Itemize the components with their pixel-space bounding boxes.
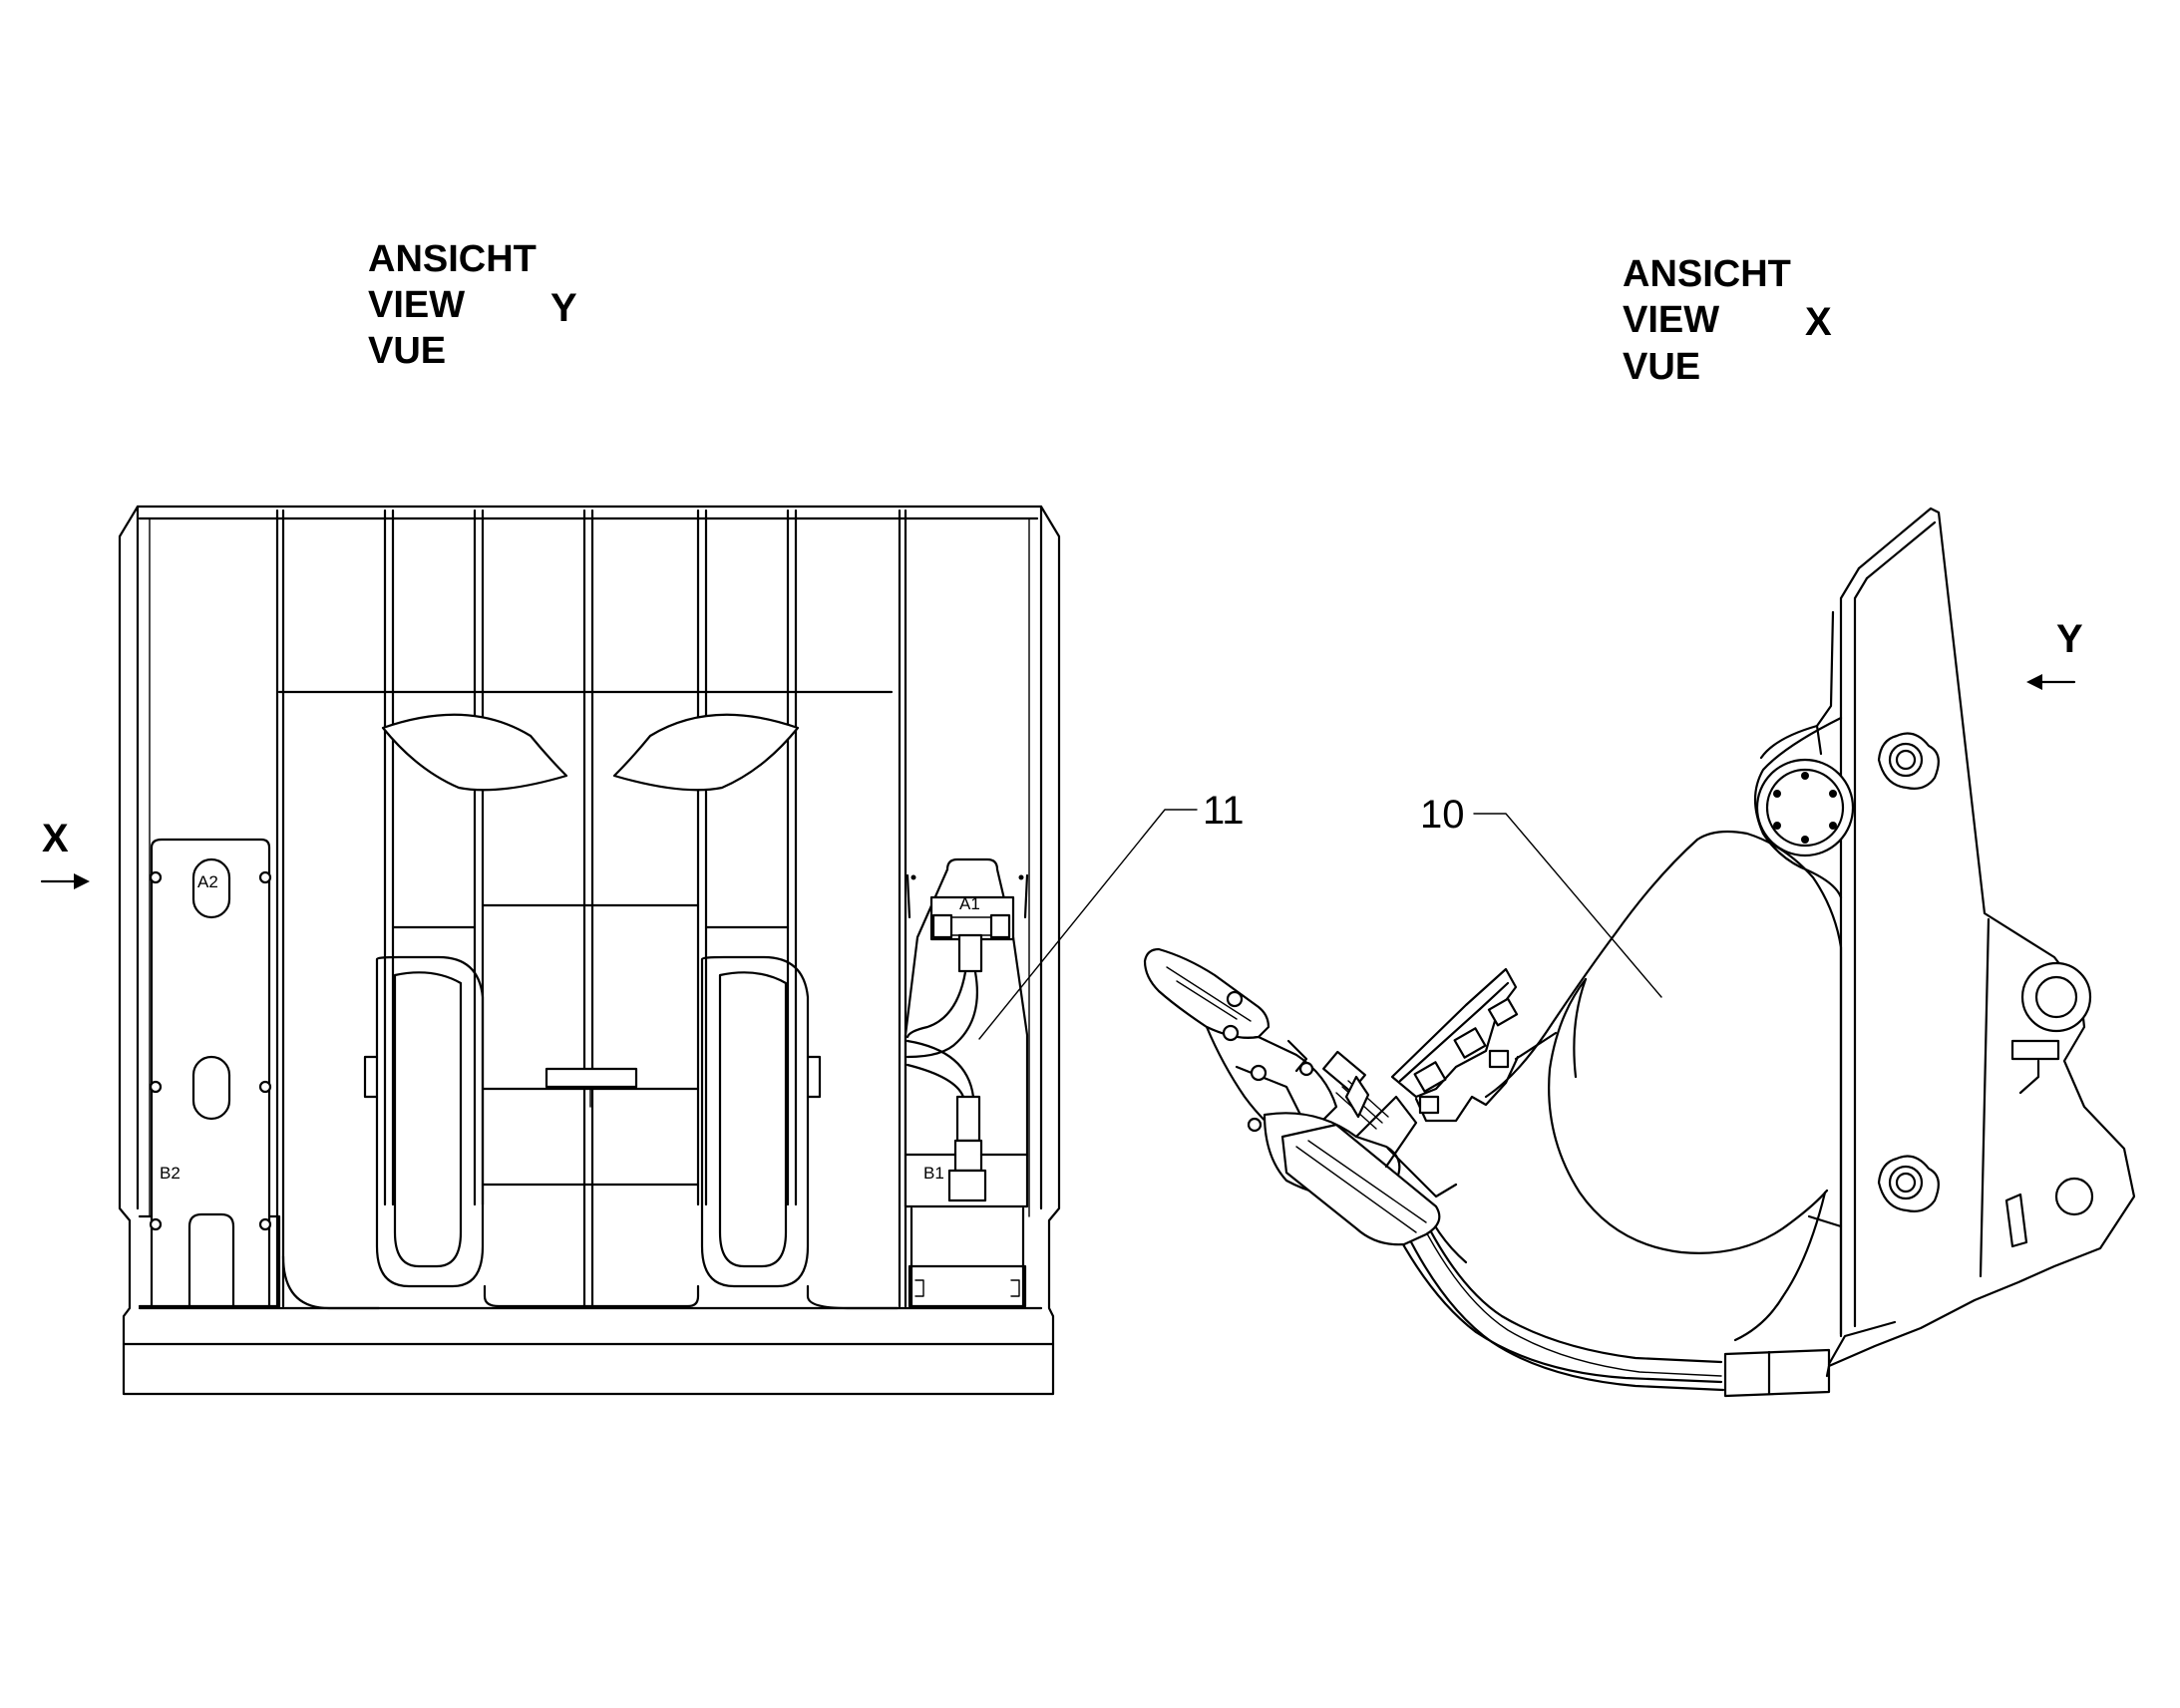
view-arrow-y-label: Y (2056, 617, 2083, 661)
view-arrow-x: X (40, 817, 90, 889)
rib-lines (275, 509, 908, 1308)
port-label-a1: A1 (959, 894, 980, 913)
view-arrow-y: Y (2026, 617, 2083, 690)
callout-11-number: 11 (1203, 789, 1245, 833)
view-y-line-ansicht: ANSICHT (368, 238, 537, 280)
port-label-a2: A2 (197, 872, 218, 891)
pivot-hub (1755, 758, 1855, 857)
upper-bracket (1390, 967, 1558, 1123)
view-y-line-view: VIEW (368, 284, 465, 326)
view-x-line-vue: VUE (1623, 346, 1700, 388)
view-arrow-x-label: X (42, 817, 69, 860)
port-label-b1: B1 (923, 1164, 944, 1183)
callout-10: 10 (1420, 793, 1662, 998)
hydraulic-arm (1143, 947, 1458, 1246)
view-y-letter: Y (550, 286, 577, 330)
callout-10-number: 10 (1420, 793, 1465, 837)
bucket-body (1484, 830, 1843, 1342)
view-x-title: ANSICHT VIEW VUE X (1623, 253, 1832, 388)
right-hydraulic-assembly: A1 B1 (904, 857, 1029, 1308)
view-y-title: ANSICHT VIEW VUE Y (368, 238, 577, 372)
view-y-line-vue: VUE (368, 330, 446, 372)
port-label-b2: B2 (160, 1164, 181, 1183)
bucket-front-view: A2 B2 A1 B1 (118, 505, 1061, 1396)
bucket-side-view (1143, 507, 2136, 1398)
view-x-line-view: VIEW (1623, 299, 1719, 341)
view-x-line-ansicht: ANSICHT (1623, 253, 1791, 295)
upper-bolt-flange (1877, 732, 1940, 790)
view-x-letter: X (1805, 300, 1832, 344)
callout-11: 11 (978, 789, 1245, 1040)
lower-bolt-flange (1877, 1155, 1940, 1212)
left-port-plate: A2 B2 (149, 838, 272, 1308)
